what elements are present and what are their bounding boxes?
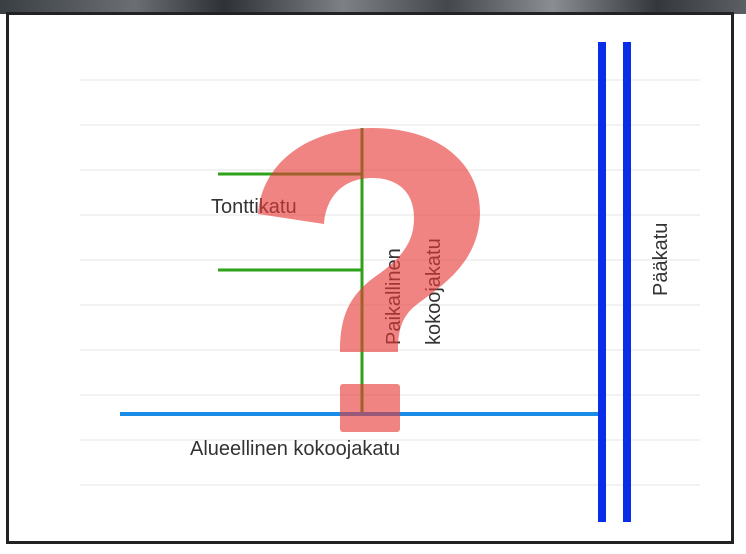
label-paakatu: Pääkatu — [650, 223, 672, 296]
diagram-panel — [6, 12, 734, 544]
question-mark-icon — [258, 128, 480, 432]
label-alueellinen-kokoojakatu: Alueellinen kokoojakatu — [190, 438, 400, 460]
background-photo-strip — [0, 0, 746, 14]
